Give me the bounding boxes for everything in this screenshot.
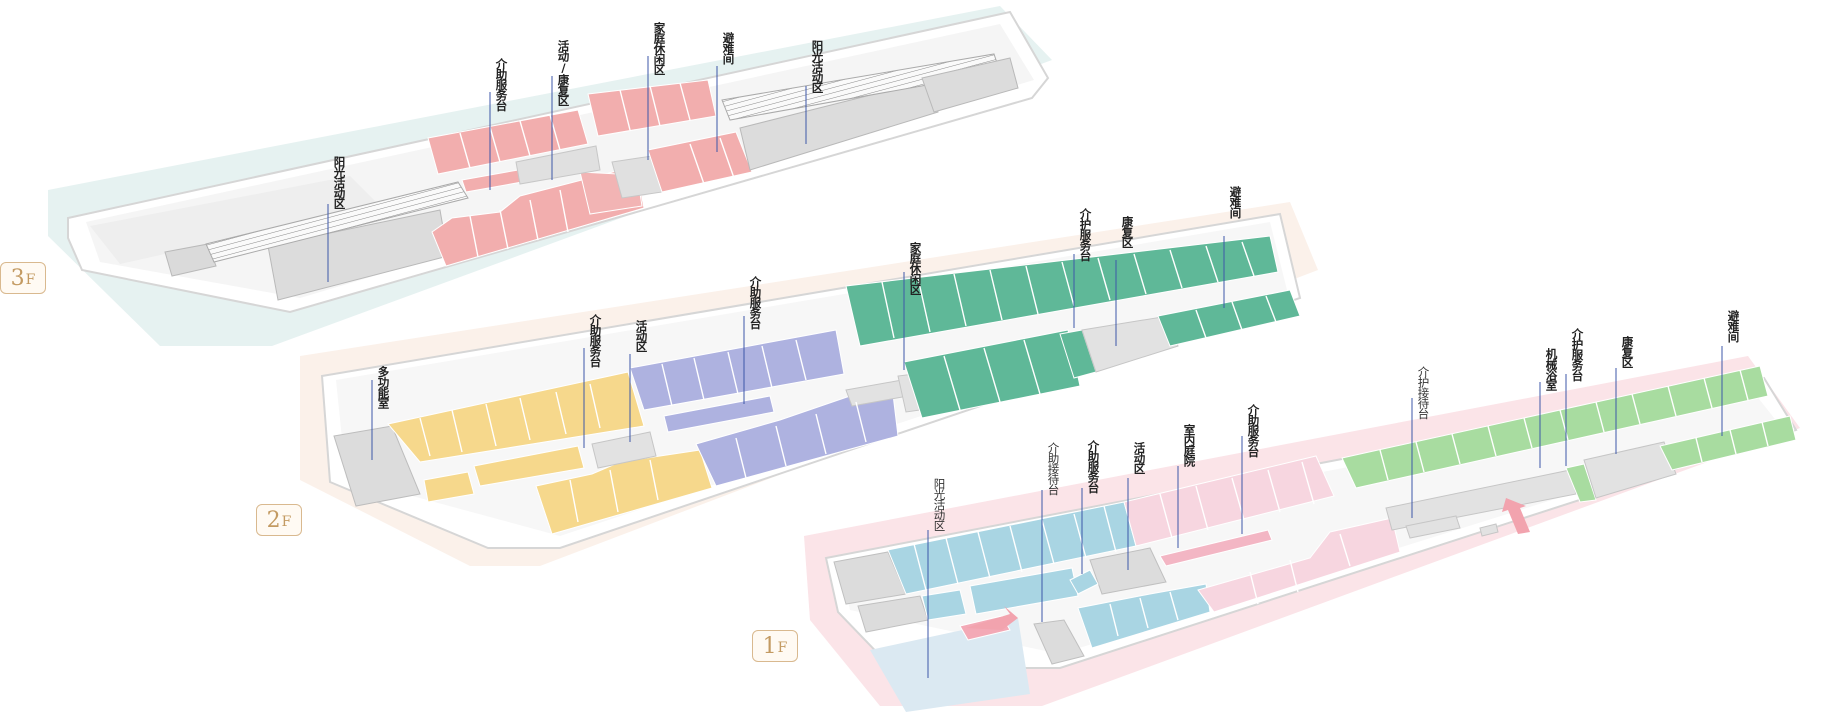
label-2f-activity: 活动区 [634, 320, 649, 352]
floor-2f-rooms [333, 235, 1301, 535]
label-3f-sun-left: 阳光活动区 [332, 156, 347, 209]
label-2f-family-lounge: 家庭休闲区 [908, 242, 923, 295]
label-1f-indoor-garden: 室内庭院 [1182, 424, 1197, 466]
label-1f-refuge: 避难间 [1726, 310, 1741, 342]
floor-2f-room-dividers [419, 241, 1277, 523]
label-2f-care-desk: 介护服务台 [1078, 208, 1093, 261]
label-1f-rehab: 康复区 [1620, 336, 1635, 368]
floor-level-2: 2 [266, 507, 281, 533]
label-1f-care-reception: 介护接待台 [1416, 366, 1431, 419]
label-2f-assist-desk-a: 介助服务台 [588, 314, 603, 367]
label-2f-refuge: 避难间 [1228, 186, 1243, 218]
floor-3f-room-dividers [459, 82, 735, 258]
floor-suffix-3: F [25, 272, 36, 288]
label-2f-multi: 多功能室 [376, 366, 391, 408]
label-2f-assist-desk-b: 介助服务台 [748, 276, 763, 329]
label-3f-assist-desk: 介助服务台 [494, 58, 509, 111]
leader-lines [327, 56, 1723, 678]
label-1f-care-desk: 介护服务台 [1570, 328, 1585, 381]
floor-1f-room-dividers [913, 369, 1769, 637]
label-2f-rehab: 康复区 [1120, 216, 1135, 248]
label-1f-assist-reception: 介助接待台 [1046, 442, 1061, 495]
label-1f-activity: 活动区 [1132, 442, 1147, 474]
label-3f-sun-right: 阳光活动区 [810, 40, 825, 93]
label-1f-bath: 机械浴室 [1544, 348, 1559, 390]
floor-suffix-1: F [777, 640, 788, 656]
floor-level-1: 1 [762, 633, 777, 659]
label-1f-assist-desk: 介助服务台 [1086, 440, 1101, 493]
label-3f-family-lounge: 家庭休闲区 [652, 22, 667, 75]
floor-suffix-2: F [281, 514, 292, 530]
floor-level-3: 3 [10, 265, 25, 291]
label-1f-sun: 阳光活动区 [932, 478, 947, 531]
label-3f-activity-rehab: 活动/康复区 [556, 40, 571, 106]
label-1f-assist-desk-b: 介助服务台 [1246, 404, 1261, 457]
floor-1f-rooms [833, 365, 1797, 665]
floor-3f-rooms [164, 53, 1019, 301]
label-3f-refuge: 避难间 [721, 32, 736, 64]
